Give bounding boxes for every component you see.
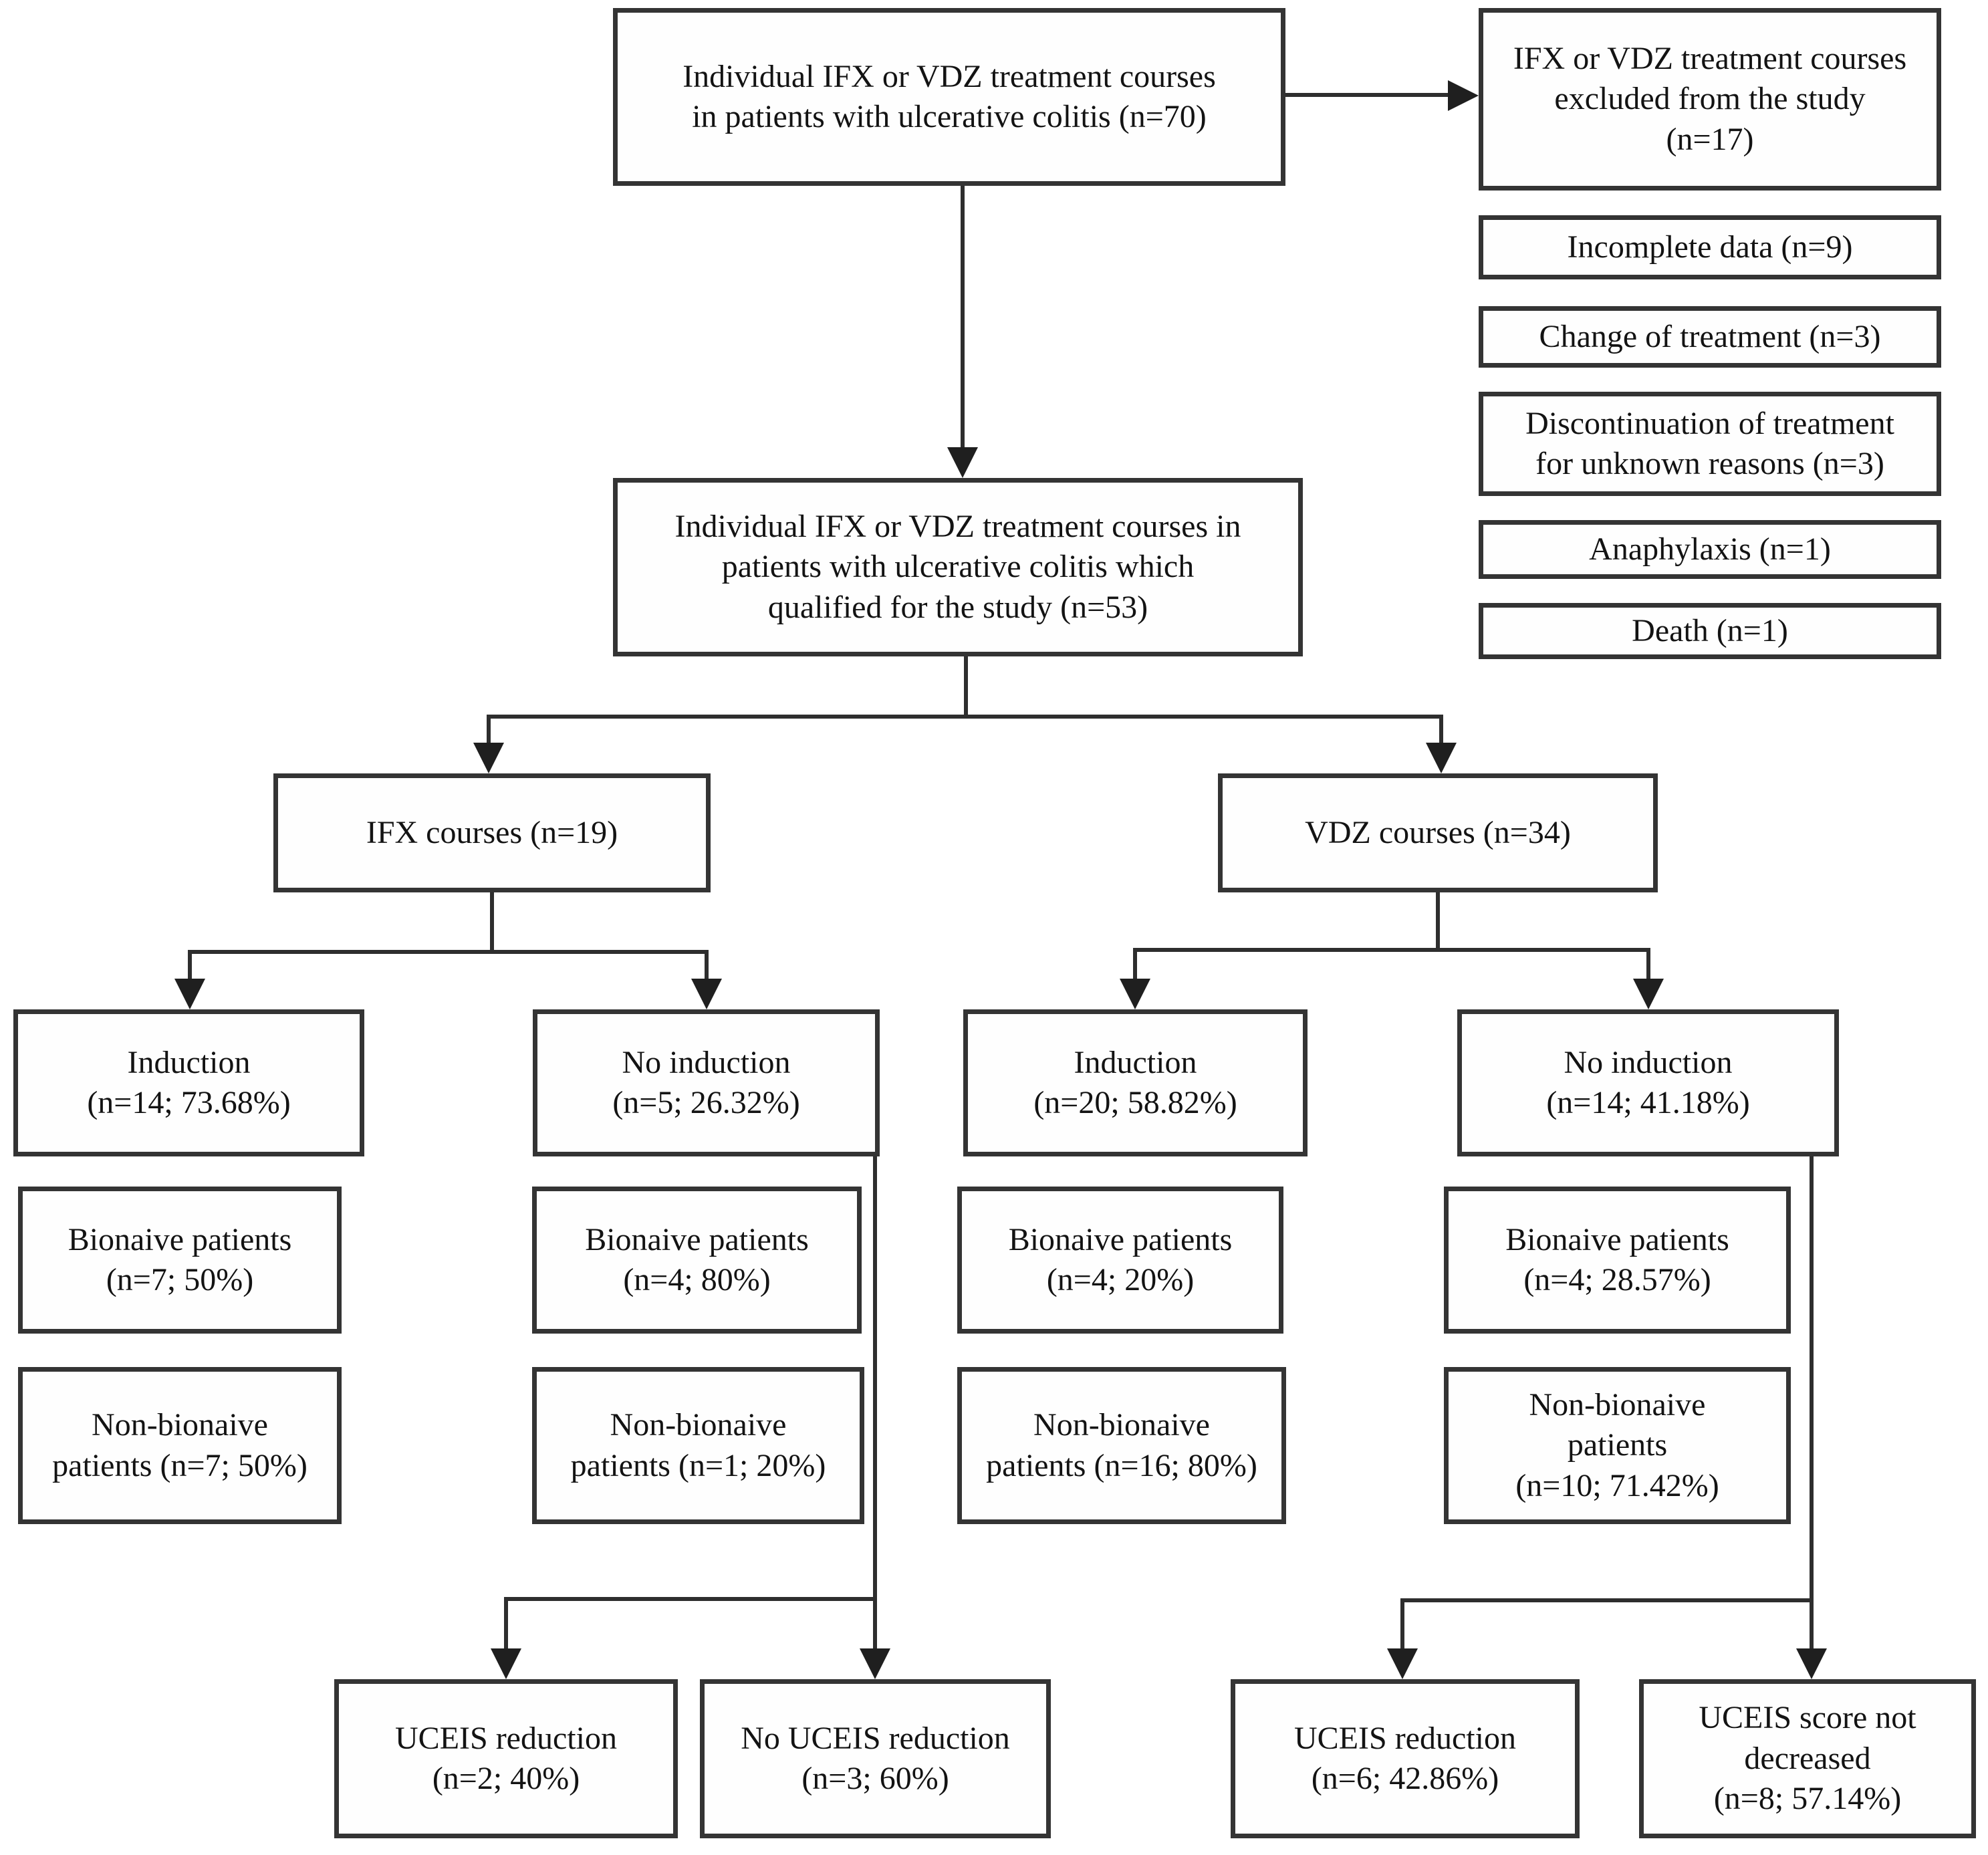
edge-total-qualified-line [961, 186, 965, 451]
node-ifx-no-induction: No induction (n=5; 26.32%) [533, 1009, 880, 1156]
edge-ifx-uceis-arrowhead [491, 1648, 521, 1679]
node-ifx-uceis-reduction: UCEIS reduction (n=2; 40%) [334, 1679, 678, 1838]
node-ifx-no-uceis-reduction: No UCEIS reduction (n=3; 60%) [700, 1679, 1051, 1838]
edge-ifx-stem-line [490, 892, 494, 954]
node-total-treatment-courses: Individual IFX or VDZ treatment courses … [613, 8, 1285, 186]
edge-total-qualified-arrowhead [947, 447, 978, 478]
edge-ifx-no-uceis-line [873, 1156, 877, 1652]
node-ifx-induction-bionaive: Bionaive patients (n=7; 50%) [18, 1187, 342, 1334]
edge-ifx-induction-arrowhead [174, 979, 205, 1009]
edge-vdz-not-decreased-arrowhead [1796, 1648, 1827, 1679]
node-qualified-courses: Individual IFX or VDZ treatment courses … [613, 478, 1303, 656]
node-vdz-no-induction-non-bionaive: Non-bionaive patients (n=10; 71.42%) [1444, 1367, 1791, 1524]
edge-vdz-not-decreased-line [1810, 1156, 1814, 1652]
node-exclusion-discontinuation: Discontinuation of treatment for unknown… [1479, 392, 1941, 496]
edge-ifx-no-induction-line [705, 950, 709, 983]
node-excluded-courses: IFX or VDZ treatment courses excluded fr… [1479, 8, 1941, 191]
edge-total-excluded-line [1285, 93, 1451, 97]
node-vdz-uceis-reduction: UCEIS reduction (n=6; 42.86%) [1231, 1679, 1580, 1838]
edge-qualified-ifx-arrowhead [473, 743, 504, 773]
edge-total-excluded-arrowhead [1448, 80, 1479, 111]
node-vdz-no-induction-bionaive: Bionaive patients (n=4; 28.57%) [1444, 1187, 1791, 1334]
node-vdz-uceis-not-decreased: UCEIS score not decreased (n=8; 57.14%) [1639, 1679, 1976, 1838]
edge-vdz-uceis-line [1400, 1598, 1404, 1652]
node-vdz-induction-bionaive: Bionaive patients (n=4; 20%) [957, 1187, 1283, 1334]
node-ifx-courses: IFX courses (n=19) [273, 773, 711, 892]
edge-ifx-split-line [188, 950, 709, 954]
node-vdz-induction: Induction (n=20; 58.82%) [963, 1009, 1308, 1156]
edge-vdz-uceis-arrowhead [1387, 1648, 1418, 1679]
node-vdz-induction-non-bionaive: Non-bionaive patients (n=16; 80%) [957, 1367, 1286, 1524]
node-ifx-no-induction-bionaive: Bionaive patients (n=4; 80%) [532, 1187, 862, 1334]
edge-ifx-no-uceis-arrowhead [860, 1648, 890, 1679]
node-exclusion-incomplete-data: Incomplete data (n=9) [1479, 215, 1941, 279]
edge-qualified-stem-line [964, 656, 968, 719]
edge-vdz-uceis-branch-line [1400, 1598, 1814, 1602]
edge-ifx-no-induction-arrowhead [691, 979, 722, 1009]
edge-vdz-split-line [1133, 948, 1650, 952]
edge-vdz-stem-line [1436, 892, 1440, 952]
edge-qualified-vdz-line [1439, 715, 1443, 747]
node-exclusion-change-of-treatment: Change of treatment (n=3) [1479, 306, 1941, 368]
node-vdz-courses: VDZ courses (n=34) [1218, 773, 1658, 892]
edge-vdz-induction-arrowhead [1120, 979, 1150, 1009]
edge-ifx-induction-line [188, 950, 192, 983]
edge-ifx-uceis-branch-line [504, 1597, 877, 1601]
edge-qualified-split-line [487, 715, 1443, 719]
node-exclusion-anaphylaxis: Anaphylaxis (n=1) [1479, 520, 1941, 579]
edge-vdz-no-induction-arrowhead [1633, 979, 1664, 1009]
node-ifx-induction: Induction (n=14; 73.68%) [13, 1009, 364, 1156]
edge-ifx-uceis-line [504, 1597, 508, 1652]
edge-vdz-induction-line [1133, 948, 1137, 983]
node-exclusion-death: Death (n=1) [1479, 603, 1941, 659]
node-ifx-no-induction-non-bionaive: Non-bionaive patients (n=1; 20%) [532, 1367, 864, 1524]
node-ifx-induction-non-bionaive: Non-bionaive patients (n=7; 50%) [18, 1367, 342, 1524]
edge-vdz-no-induction-line [1646, 948, 1650, 983]
edge-qualified-vdz-arrowhead [1426, 743, 1457, 773]
edge-qualified-ifx-line [487, 715, 491, 747]
node-vdz-no-induction: No induction (n=14; 41.18%) [1457, 1009, 1839, 1156]
